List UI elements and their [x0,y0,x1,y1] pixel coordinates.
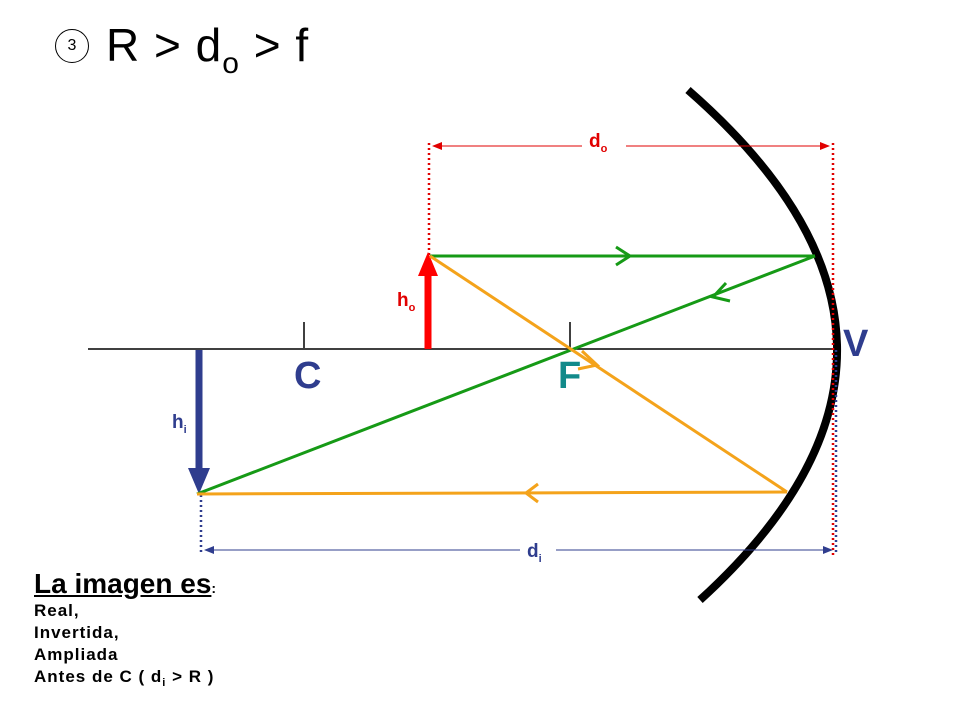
position-sub: i [162,677,167,689]
label-ho: ho [397,290,415,314]
label-di-base: d [527,541,539,562]
label-v: V [843,323,869,365]
ray-through-focus-arrow [577,349,601,371]
ray-through-focus [429,254,788,494]
slide-number: 3 [67,37,77,54]
page-title: R > do > f [106,18,309,81]
title-part1: R > d [106,19,223,71]
label-f: F [558,355,582,397]
description-line-invertida: Invertida, [34,623,120,642]
ray-reflected-arrow [710,281,731,303]
description-line-real: Real, [34,601,80,620]
label-hi-base: h [172,412,184,433]
label-do: do [589,131,607,155]
label-ho-base: h [397,290,409,311]
title-sub: o [222,47,240,80]
label-hi-sub: i [183,424,187,436]
position-before: Antes de C ( d [34,667,163,686]
ray-reflected-parallel [196,490,788,496]
description-line-ampliada: Ampliada [34,645,119,664]
label-c: C [294,355,322,397]
description-heading: La imagen es: [34,568,216,600]
label-di: di [527,541,542,565]
concave-mirror [685,86,842,603]
label-di-sub: i [538,553,542,565]
image-arrow-head [188,468,210,494]
label-do-sub: o [600,143,608,155]
description-heading-colon: : [211,580,217,596]
position-after: > R ) [166,667,215,686]
label-ho-sub: o [408,302,416,314]
label-do-base: d [589,131,601,152]
image-description: La imagen es: Real, Invertida, Ampliada … [34,568,216,694]
description-heading-text: La imagen es [34,568,212,599]
description-line-position: Antes de C ( di > R ) [34,666,216,694]
object-arrow-head [418,252,438,276]
ray-parallel-arrow [615,245,633,267]
ray-reflected-through-f [196,254,816,496]
slide-number-badge: 3 [55,29,89,63]
title-part2: > f [239,19,310,71]
ray-reflected-parallel-arrow [523,482,539,504]
label-hi: hi [172,412,187,436]
